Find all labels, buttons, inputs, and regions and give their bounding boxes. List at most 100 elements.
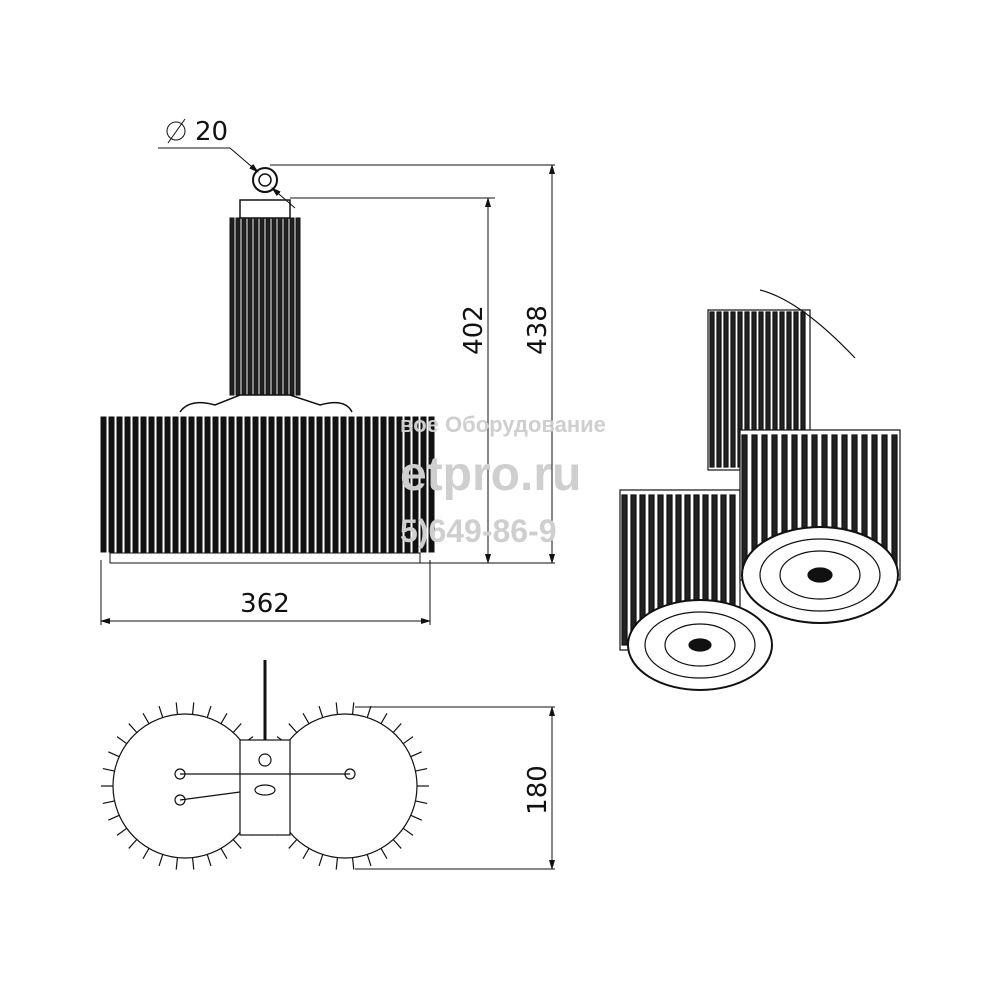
heatsink-fin [348, 416, 355, 553]
radial-fin [108, 751, 120, 758]
front-view [100, 167, 435, 564]
heatsink-fin [428, 416, 435, 553]
radial-fin [220, 712, 228, 724]
radial-fin [191, 702, 195, 715]
isometric-view [619, 289, 901, 691]
heatsink-fin [260, 416, 267, 553]
heatsink-fin [124, 416, 131, 553]
heatsink-fin [196, 416, 203, 553]
heatsink-fin [404, 416, 411, 553]
heatsink-fin [235, 217, 241, 396]
radial-fin [206, 854, 212, 867]
heatsink-fin [741, 434, 748, 576]
heatsink-fin [100, 416, 107, 553]
radial-fin [351, 857, 355, 870]
radial-fin [116, 736, 128, 745]
heatsink-fin [412, 416, 419, 553]
radial-fin [415, 767, 428, 772]
heatsink-fin [247, 217, 253, 396]
radial-fin [335, 857, 339, 870]
height-body-label: 402 [459, 305, 489, 355]
heatsink-fin [268, 416, 275, 553]
heatsink-fin [730, 311, 736, 468]
heatsink-fin [220, 416, 227, 553]
watermark-line2: etpro.ru [400, 448, 581, 501]
heatsink-fin [229, 217, 235, 396]
heatsink-fin [180, 416, 187, 553]
heatsink-fin [116, 416, 123, 553]
watermark-line1: вое Оборудование [400, 412, 606, 437]
heatsink-fin [172, 416, 179, 553]
radial-fin [288, 723, 298, 733]
radial-fin [108, 814, 120, 821]
heatsink-fin [108, 416, 115, 553]
radial-fin [366, 854, 372, 867]
radial-fin [380, 848, 388, 860]
radial-fin [402, 827, 414, 836]
radial-fin [288, 839, 298, 849]
width-label: 362 [240, 589, 290, 619]
heatsink-fin [308, 416, 315, 553]
heatsink-fin [283, 217, 289, 396]
radial-fin [158, 705, 164, 718]
radial-fin [175, 857, 179, 870]
radial-fin [206, 705, 212, 718]
height-total-label: 438 [523, 305, 553, 355]
radial-fin [415, 800, 428, 805]
radial-fin [335, 702, 339, 715]
heatsink-fin [284, 416, 291, 553]
radial-fin [366, 705, 372, 718]
heatsink-fin [340, 416, 347, 553]
heatsink-fin [396, 416, 403, 553]
radial-fin [392, 723, 402, 733]
dimension-lines [100, 118, 555, 870]
heatsink-fin [364, 416, 371, 553]
heatsink-fin [289, 217, 295, 396]
heatsink-fin [156, 416, 163, 553]
radial-fin [128, 839, 138, 849]
heatsink-fin [630, 494, 637, 646]
heatsink-fin [324, 416, 331, 553]
heatsink-fin [300, 416, 307, 553]
heatsink-fin [356, 416, 363, 553]
heatsink-fin [709, 311, 715, 468]
radial-fin [302, 712, 310, 724]
heatsink-fin [621, 494, 628, 646]
radial-fin [302, 848, 310, 860]
heatsink-fin [252, 416, 259, 553]
heatsink-fin [236, 416, 243, 553]
radial-fin [410, 814, 422, 821]
heatsink-fin [241, 217, 247, 396]
heatsink-fin [253, 217, 259, 396]
heatsink-fin [276, 416, 283, 553]
heatsink-fin [244, 416, 251, 553]
heatsink-fin [277, 217, 283, 396]
heatsink-fin [132, 416, 139, 553]
heatsink-fin [164, 416, 171, 553]
radial-fin [220, 848, 228, 860]
depth-label: 180 [523, 765, 553, 815]
radial-fin [128, 723, 138, 733]
heatsink-fin [372, 416, 379, 553]
heatsink-fin [148, 416, 155, 553]
radial-fin [392, 839, 402, 849]
radial-fin [102, 767, 115, 772]
heatsink-fin [316, 416, 323, 553]
heatsink-fin [723, 311, 729, 468]
radial-fin [318, 854, 324, 867]
diameter-label: 20 [195, 117, 228, 147]
watermark: вое Оборудование etpro.ru 5)649-86-9 [400, 412, 606, 549]
radial-fin [232, 723, 242, 733]
heatsink-fin [140, 416, 147, 553]
radial-fin [102, 800, 115, 805]
heatsink-fin [292, 416, 299, 553]
heatsink-fin [716, 311, 722, 468]
heatsink-fin [891, 434, 898, 576]
heatsink-fin [271, 217, 277, 396]
heatsink-fin [259, 217, 265, 396]
heatsink-fin [420, 416, 427, 553]
heatsink-fin [380, 416, 387, 553]
heatsink-fin [388, 416, 395, 553]
watermark-line3: 5)649-86-9 [400, 513, 557, 549]
